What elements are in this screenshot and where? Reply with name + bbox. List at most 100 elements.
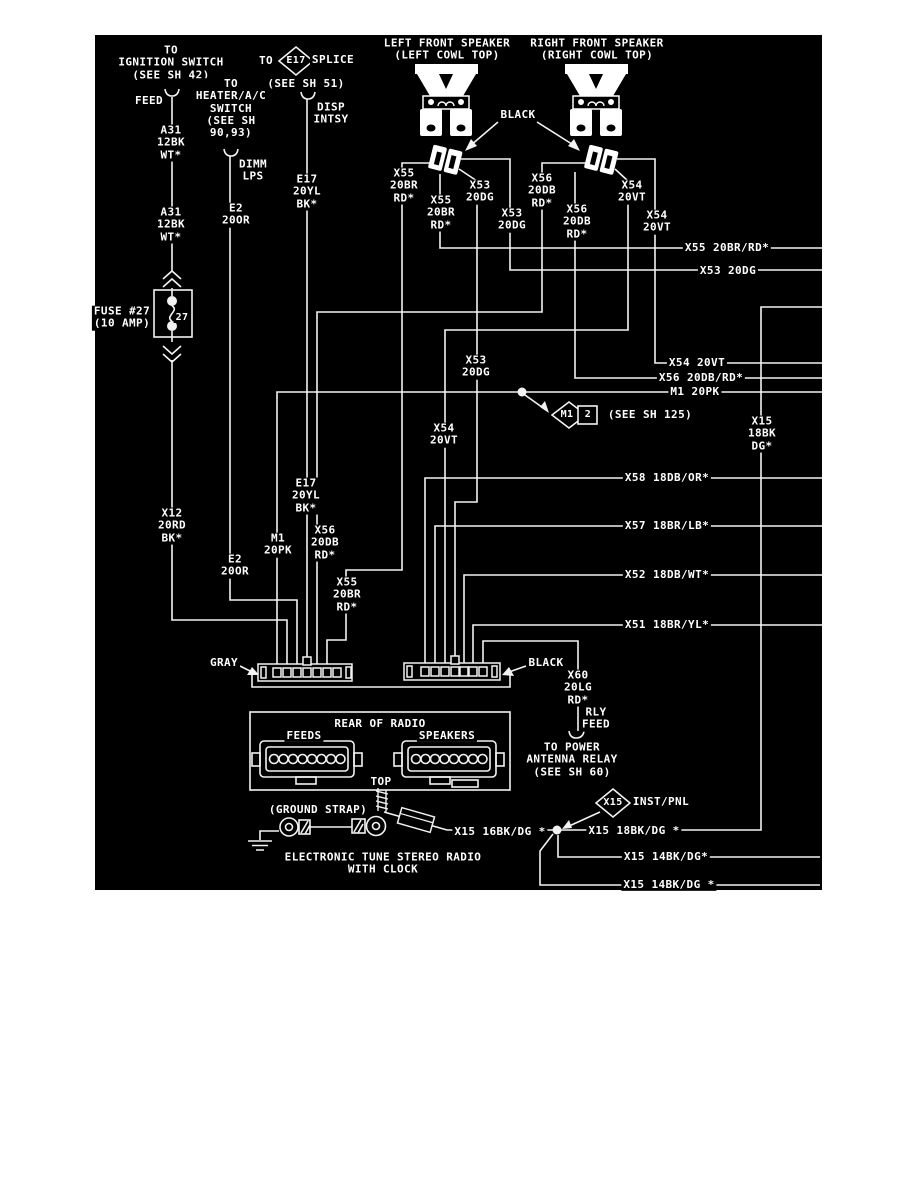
x15-16-label: X15 16BK/DG *	[452, 824, 548, 839]
inst-pnl-label: INST/PNL	[630, 794, 692, 809]
to-heater-label: TO HEATER/A/C SWITCH (SEE SH 90,93)	[193, 77, 269, 140]
x53-mid-label: X53 20DG	[459, 353, 493, 380]
right-speaker-plug-icon	[584, 144, 619, 175]
arrowhead-m1-splice	[540, 401, 549, 413]
arrow-black-conn	[508, 665, 527, 673]
a31-upper-label: A31 12BK WT*	[154, 123, 188, 162]
inline-connector-lower-icon	[162, 345, 182, 364]
x15-splice-diamond	[594, 787, 632, 819]
bus-x57-label: X57 18BR/LB*	[622, 518, 712, 533]
right-speaker-icon	[565, 64, 628, 136]
dimm-lps-label: DIMM LPS	[236, 157, 270, 184]
to-ignition-label: TO IGNITION SWITCH (SEE SH 42)	[116, 43, 226, 82]
m1-cavity-box	[577, 405, 598, 425]
feeds-connector-icon	[251, 740, 363, 785]
feed-label: FEED	[132, 93, 166, 108]
x55-label-a: X55 20BR RD*	[387, 166, 421, 205]
bracket-e2-icon	[223, 148, 239, 157]
ground-symbol-icon	[248, 840, 272, 851]
arrowhead-black-right	[568, 139, 580, 151]
wire-a31-x12	[171, 97, 288, 665]
wire-x53-radio	[454, 168, 478, 664]
e17-splice-label: SPLICE	[309, 52, 357, 67]
wire-x54-bus	[617, 158, 822, 364]
feeds-label: FEEDS	[284, 728, 324, 743]
gray-connector-icon	[257, 656, 353, 682]
x56-gray-label: X56 20DB RD*	[308, 523, 342, 562]
ground-strap-coil-icon	[375, 788, 389, 812]
bracket-e17-icon	[300, 91, 316, 100]
ground-strap-label: (GROUND STRAP)	[266, 802, 370, 817]
arrow-black-left	[469, 121, 499, 147]
speakers-connector-icon	[393, 740, 505, 788]
x15-14b-label: X15 14BK/DG *	[621, 877, 717, 892]
x53-label-a: X53 20DG	[463, 178, 497, 205]
strap-lug-icon	[396, 806, 436, 834]
rear-of-radio-label: REAR OF RADIO	[332, 716, 428, 731]
to-power-antenna-label: TO POWER ANTENNA RELAY (SEE SH 60)	[524, 740, 620, 779]
e17-diamond-label: E17	[286, 55, 306, 66]
wire-x56-gray	[316, 162, 587, 665]
x15-18-label: X15 18BK/DG *	[586, 823, 682, 838]
right-speaker-title: RIGHT FRONT SPEAKER (RIGHT COWL TOP)	[528, 36, 666, 63]
left-speaker-icon	[415, 64, 478, 136]
see-sh-125-label: (SEE SH 125)	[605, 407, 695, 422]
m1-splice-label: M1	[560, 409, 574, 420]
x55-gray-label: X55 20BR RD*	[330, 575, 364, 614]
radio-caption: ELECTRONIC TUNE STEREO RADIO WITH CLOCK	[282, 850, 484, 877]
x12-label: X12 20RD BK*	[155, 506, 189, 545]
e2-upper-label: E2 20OR	[219, 201, 253, 228]
x53-label-b: X53 20DG	[495, 206, 529, 233]
gray-connector-label: GRAY	[207, 655, 241, 670]
x54-label-b: X54 20VT	[640, 208, 674, 235]
bus-x51-label: X51 18BR/YL*	[622, 617, 712, 632]
bus-x55-label: X55 20BR/RD*	[682, 240, 772, 255]
e17-splice-diamond	[277, 45, 315, 77]
black-connector-icon	[403, 655, 501, 681]
bus-x58-label: X58 18DB/OR*	[622, 470, 712, 485]
x56-label-a: X56 20DB RD*	[525, 171, 559, 210]
wire-e2	[229, 156, 298, 665]
bus-x56-label: X56 20DB/RD*	[656, 370, 746, 385]
fuse-icon	[153, 289, 193, 338]
arrow-black-right	[536, 121, 576, 147]
e17-see-label: (SEE SH 51)	[265, 76, 347, 91]
wire-x15-diamond-lead	[566, 811, 601, 828]
wire-m1	[276, 391, 822, 665]
e2-lower-label: E2 20OR	[218, 552, 252, 579]
fuse-number: 27	[173, 312, 191, 323]
connector-bracket	[251, 675, 511, 688]
arrowhead-black-left	[465, 139, 477, 151]
x15-splice-label: X15	[603, 797, 623, 808]
bus-x53-label: X53 20DG	[697, 263, 759, 278]
x55-label-b: X55 20BR RD*	[424, 193, 458, 232]
ground-strap-icon	[279, 815, 387, 837]
bus-m1-label: M1 20PK	[668, 384, 722, 399]
x15-vertical-label: X15 18BK DG*	[745, 414, 779, 453]
fuse-label: FUSE #27 (10 AMP)	[91, 304, 153, 331]
m1-wire-label: M1 20PK	[261, 531, 295, 558]
bracket-feed-icon	[164, 88, 180, 97]
arrowhead-x15-splice	[562, 820, 572, 829]
speakers-label: SPEAKERS	[416, 728, 478, 743]
wire-x57	[434, 525, 822, 664]
x54-mid-label: X54 20VT	[427, 421, 461, 448]
x15-14a-label: X15 14BK/DG*	[621, 849, 711, 864]
x60-label: X60 20LG RD*	[561, 668, 595, 707]
wire-strap-mid	[259, 826, 352, 840]
bus-x54-label: X54 20VT	[666, 355, 728, 370]
x15-junction-dot	[552, 825, 562, 835]
bracket-rly-icon	[568, 730, 585, 739]
top-label: TOP	[368, 774, 394, 789]
arrowhead-black-conn	[502, 667, 514, 676]
inline-connector-upper-icon	[162, 269, 182, 288]
m1-cavity-label: 2	[584, 409, 592, 420]
black-connector-label: BLACK	[526, 655, 566, 670]
wire-x54-radio	[444, 168, 629, 664]
speaker-conn-color-label: BLACK	[498, 107, 538, 122]
disp-intsy-label: DISP INTSY	[311, 100, 351, 127]
e17-to-label: TO	[256, 53, 276, 68]
arrowhead-gray	[247, 667, 259, 675]
left-speaker-title: LEFT FRONT SPEAKER (LEFT COWL TOP)	[381, 36, 513, 63]
